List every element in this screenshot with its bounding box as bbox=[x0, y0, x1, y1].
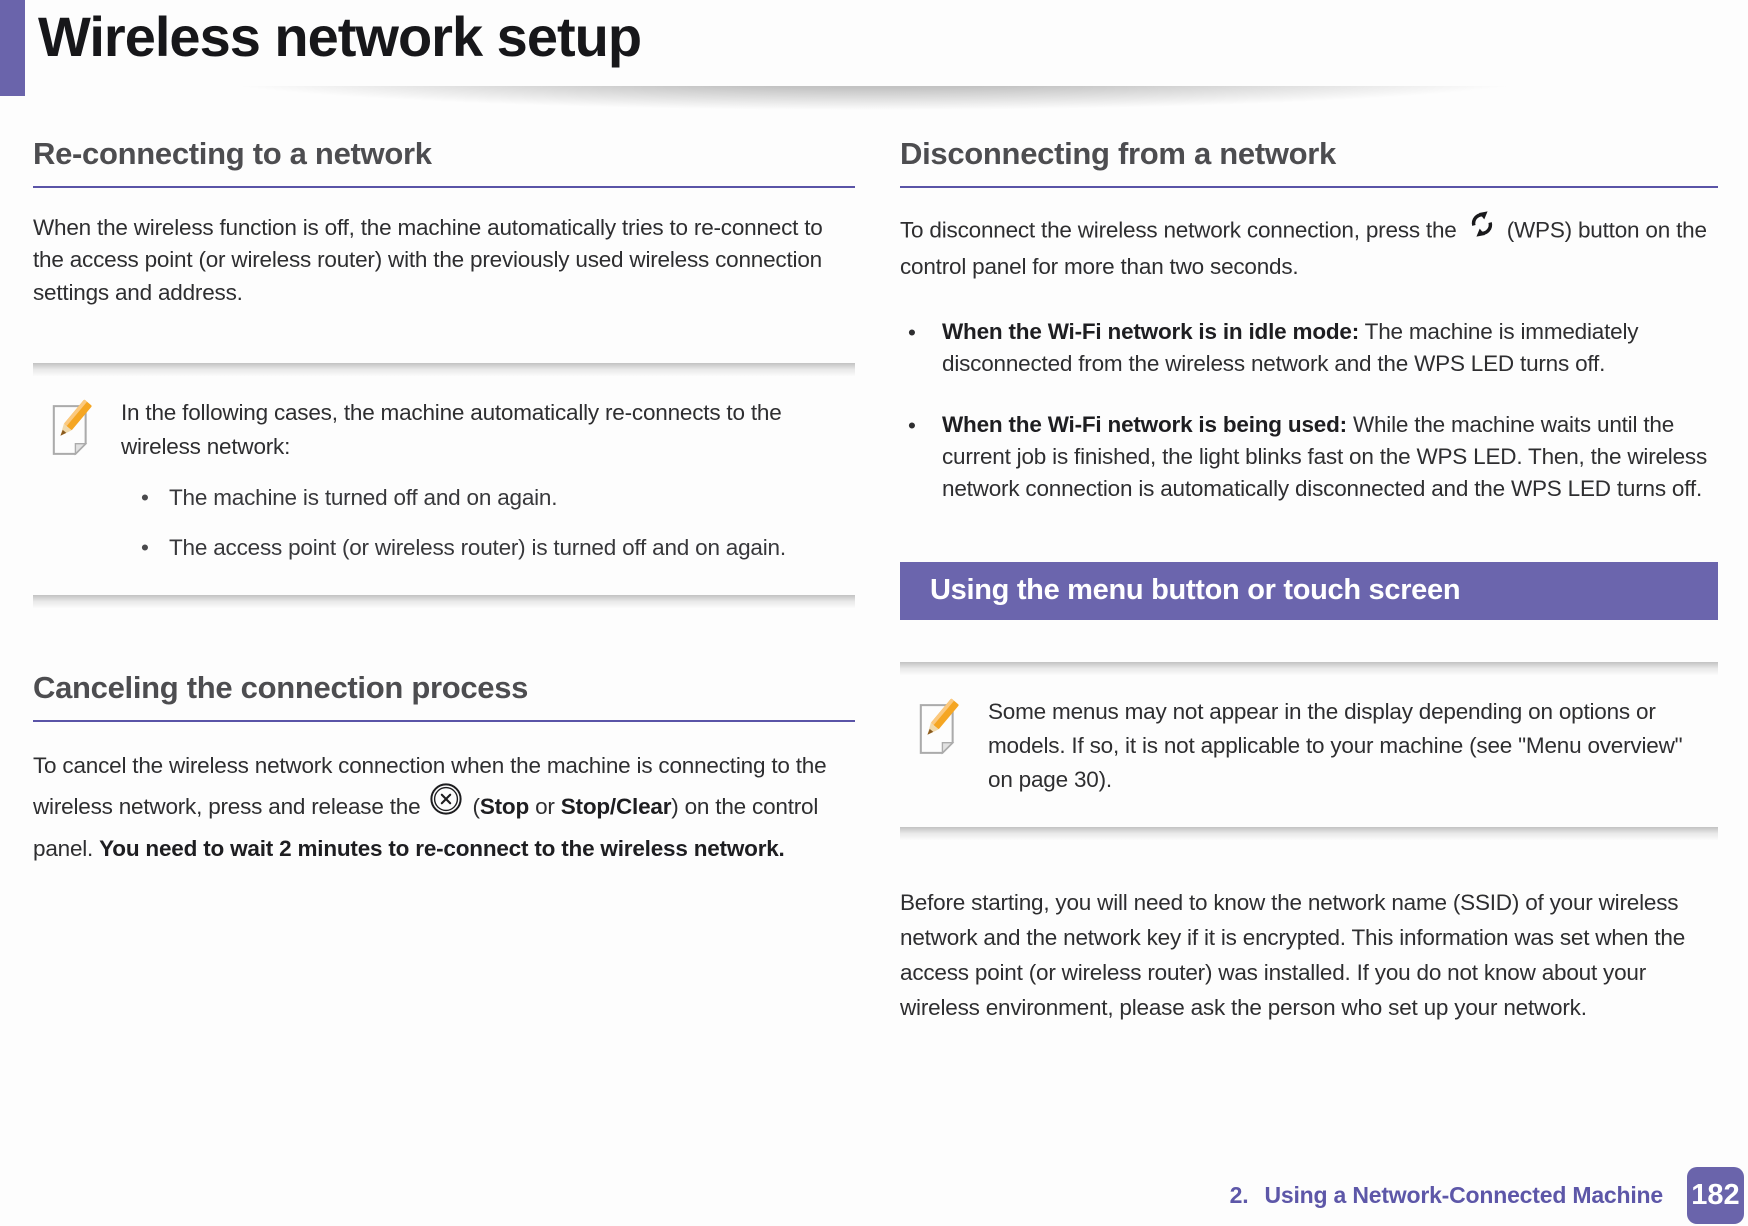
bullet-text: While the machine waits until the curren… bbox=[942, 411, 1708, 502]
right-column: Disconnecting from a network To disconne… bbox=[900, 136, 1718, 1048]
disconnecting-text-segment: (WPS) button on the control panel for mo… bbox=[900, 217, 1707, 280]
chapter-title: Using a Network-Connected Machine bbox=[1264, 1182, 1663, 1208]
note-bottom-border bbox=[33, 594, 855, 608]
canceling-text-segment: or bbox=[529, 793, 561, 819]
note-top-border bbox=[900, 661, 1718, 675]
canceling-body-text: To cancel the wireless network connectio… bbox=[33, 748, 855, 868]
wps-button-icon bbox=[1466, 211, 1498, 244]
section-heading-reconnecting: Re-connecting to a network bbox=[33, 136, 855, 188]
note-pencil-icon bbox=[47, 398, 97, 565]
canceling-bold-warning: You need to wait 2 minutes to re-connect… bbox=[99, 835, 785, 861]
note-box-reconnect: In the following cases, the machine auto… bbox=[33, 363, 855, 608]
left-column: Re-connecting to a network When the wire… bbox=[33, 136, 855, 890]
reconnecting-body-text: When the wireless function is off, the m… bbox=[33, 215, 823, 305]
disconnecting-text-segment: To disconnect the wireless network conne… bbox=[900, 217, 1463, 243]
title-accent-bar bbox=[0, 0, 25, 96]
stop-label: Stop bbox=[479, 793, 530, 819]
canceling-text-segment: ( bbox=[466, 793, 481, 819]
note-bottom-border bbox=[900, 827, 1718, 841]
note-bullet-item: The machine is turned off and on again. bbox=[121, 481, 849, 515]
disconnecting-body-text: To disconnect the wireless network conne… bbox=[900, 211, 1718, 284]
bullet-bold-lead: When the Wi-Fi network is in idle mode: bbox=[942, 318, 1360, 344]
note-content: In the following cases, the machine auto… bbox=[121, 396, 849, 565]
note-pencil-icon bbox=[914, 697, 964, 798]
sub-section-banner: Using the menu button or touch screen bbox=[900, 561, 1718, 620]
bullet-item-idle-mode: When the Wi-Fi network is in idle mode: … bbox=[900, 316, 1718, 381]
section-heading-disconnecting: Disconnecting from a network bbox=[900, 136, 1718, 188]
note-content: Some menus may not appear in the display… bbox=[988, 698, 1683, 793]
bullet-bold-lead: When the Wi-Fi network is being used: bbox=[942, 411, 1347, 437]
note-intro-text: In the following cases, the machine auto… bbox=[121, 400, 782, 460]
page-title: Wireless network setup bbox=[38, 5, 642, 68]
note-bullet-list: The machine is turned off and on again. … bbox=[121, 481, 849, 566]
note-top-border bbox=[33, 363, 855, 377]
title-divider-ribbon bbox=[0, 86, 1748, 120]
canceling-text-segment: To cancel the wireless network connectio… bbox=[33, 752, 827, 819]
before-starting-text: Before starting, you will need to know t… bbox=[900, 890, 1686, 1020]
section-heading-canceling: Canceling the connection process bbox=[33, 670, 855, 722]
stop-button-icon bbox=[429, 783, 463, 821]
bullet-item-being-used: When the Wi-Fi network is being used: Wh… bbox=[900, 409, 1718, 506]
bullet-text: The machine is immediately disconnected … bbox=[942, 318, 1639, 377]
disconnect-bullet-list: When the Wi-Fi network is in idle mode: … bbox=[900, 316, 1718, 506]
chapter-number: 2. bbox=[1229, 1182, 1249, 1208]
canceling-text-segment: ) on the control panel. bbox=[33, 793, 819, 861]
page-number-badge: 182 bbox=[1687, 1167, 1744, 1224]
note-box-menus: Some menus may not appear in the display… bbox=[900, 661, 1718, 841]
stop-clear-label: Stop/Clear bbox=[560, 793, 672, 819]
note-bullet-item: The access point (or wireless router) is… bbox=[121, 531, 849, 565]
page-footer: 2. Using a Network-Connected Machine 182 bbox=[1230, 1167, 1748, 1224]
chapter-label: 2. Using a Network-Connected Machine bbox=[1229, 1182, 1664, 1209]
